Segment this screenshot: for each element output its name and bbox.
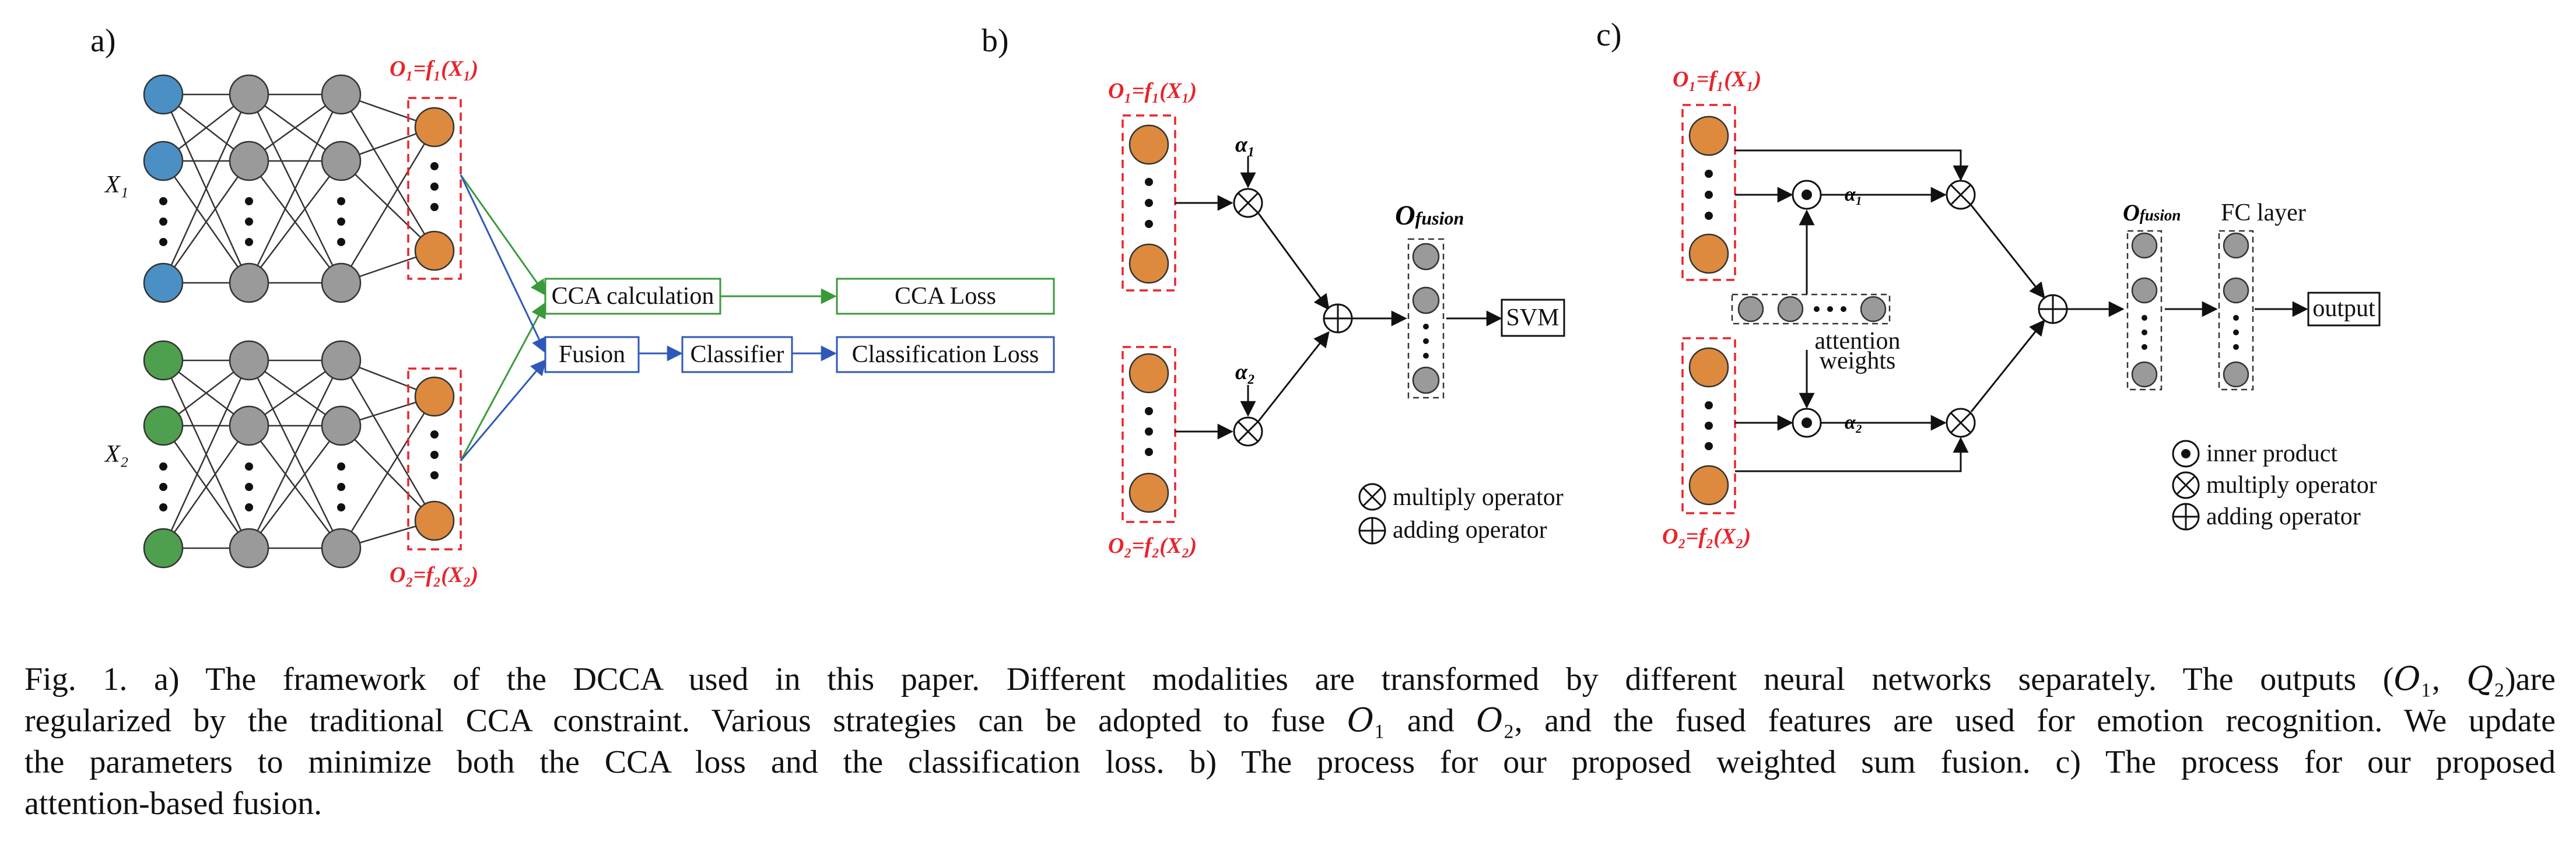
c-alpha1: α₁ [1845,184,1863,205]
b-output-box-2 [1121,346,1176,523]
b-ofusion-label: Ofusion [1395,200,1464,231]
c-output-box-2 [1681,337,1736,514]
ellipsis-dots-a [159,162,439,511]
b-legend-adding: adding operator [1393,517,1547,544]
network-1-edges [162,93,436,284]
b-alpha1: α₁ [1235,132,1255,157]
c-legend-adding: adding operator [2206,503,2361,530]
caption-line-3: the parameters to minimize both the CCA … [24,744,2556,780]
c-alpha2: α₂ [1845,412,1863,433]
output-box-1 [407,97,462,280]
fusion-label: Fusion [559,341,625,368]
c-legend-multiply: multiply operator [2206,472,2377,499]
output-box [2307,292,2381,327]
b-alpha2: α₂ [1235,360,1255,384]
b-output-label-o2: O₂=f₂(X₂) [1108,534,1197,558]
fusion-box [544,336,640,373]
cca-loss-box [836,278,1055,315]
c-ofusion-label: Ofusion [2123,199,2181,226]
classifier-box [681,336,793,373]
c-legend-inner: inner product [2206,440,2337,467]
cca-loss-label: CCA Loss [895,283,996,310]
network-1-nodes [143,74,362,303]
cca-calculation-box [544,278,721,315]
input-node-2a [143,340,184,381]
panel-c: c) O₁=f₁(X₁) O₂=f₂(X₂) [1596,17,2381,549]
output-box-2 [407,367,462,551]
attention-weights-box [1731,293,1891,325]
c-fusion-box [2126,230,2163,391]
panel-a-label: a) [90,23,116,59]
multiply-operator-icon [1233,188,1263,447]
panel-b-label: b) [982,23,1009,59]
input-label-x2: X₂ [104,441,128,468]
network-2-nodes [143,340,362,569]
fc-layer-box [2218,230,2254,391]
c-output-label-o2: O₂=f₂(X₂) [1662,524,1751,549]
output-label: output [2312,295,2375,322]
input-node-2c [143,528,184,569]
b-output-label-o1: O₁=f₁(X₁) [1108,79,1197,103]
b-legend: multiply operator adding operator [1358,483,1564,545]
attention-label-1: attention [1815,328,1901,355]
b-fusion-box [1407,238,1445,399]
panel-a: a) [90,23,1055,587]
caption-line-1: Fig. 1. a) The framework of the DCCA use… [24,661,2556,697]
c-output-box-1 [1681,104,1736,281]
caption-line-2: regularized by the traditional CCA const… [24,703,2556,739]
classification-loss-label: Classification Loss [852,341,1039,368]
input-node-2b [143,405,184,446]
classifier-label: Classifier [691,341,784,368]
c-multiply-operator-icon [1946,180,1976,438]
figure-diagram: a) [90,17,2381,587]
c-legend: inner product multiply operator adding o… [2172,440,2377,531]
c-output-label-o1: O₁=f₁(X₁) [1673,67,1761,92]
output-label-o1: O₁=f₁(X₁) [390,57,478,81]
network-2-edges [162,359,436,549]
svm-box [1501,299,1565,337]
input-node-1b [143,141,184,181]
svm-label: SVM [1506,304,1559,331]
b-legend-multiply: multiply operator [1393,484,1564,511]
caption-line-4: attention-based fusion. [24,786,323,822]
adding-operator-icon [1323,303,1353,334]
c-adding-operator-icon [2038,294,2068,324]
panel-c-label: c) [1596,17,1622,53]
panel-b: b) O₁=f₁(X₁) O₂=f₂(X₂) [982,23,1565,558]
fc-layer-label: FC layer [2221,199,2306,226]
figure-caption: Fig. 1. a) The framework of the DCCA use… [24,659,2556,825]
classification-loss-box [836,336,1055,373]
attention-label-2: weights [1820,348,1896,374]
output-label-o2: O₂=f₂(X₂) [390,563,478,587]
cca-calculation-label: CCA calculation [552,283,714,310]
input-node-1c [143,262,184,303]
input-label-x1: X₁ [104,171,128,198]
input-node-1a [143,74,184,115]
